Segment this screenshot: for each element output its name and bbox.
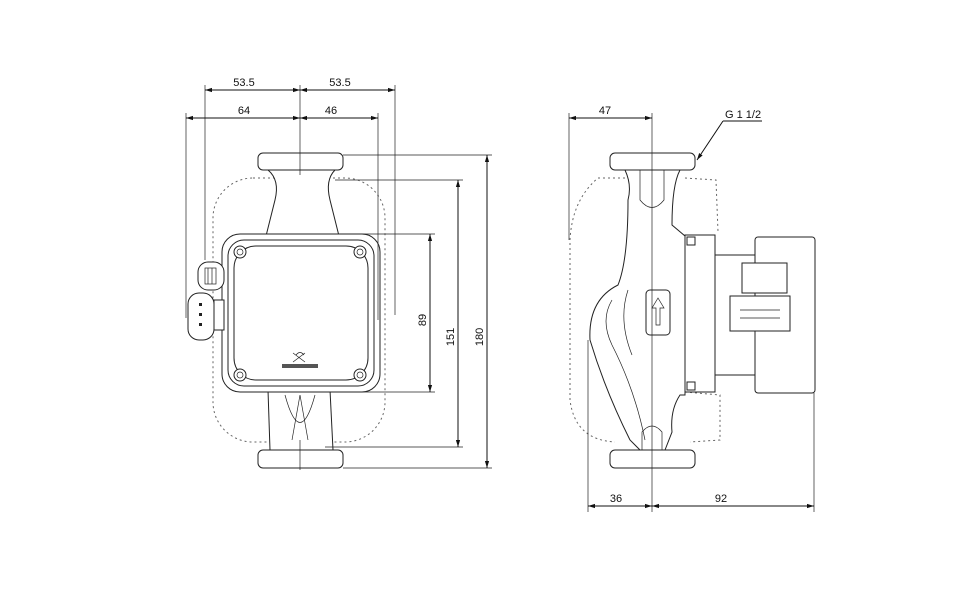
dim-top-right: 53.5 xyxy=(329,77,350,89)
dim-side-bottom-right: 92 xyxy=(715,493,727,505)
signal-connector xyxy=(197,261,225,291)
dim-total-height: 180 xyxy=(474,328,486,346)
flow-direction-plate xyxy=(645,289,671,336)
side-top-flange xyxy=(609,152,696,171)
thread-label: G 1 1/2 xyxy=(725,109,761,121)
front-view: 53.5 53.5 64 46 89 151 180 xyxy=(185,77,492,470)
dim-left: 64 xyxy=(238,105,250,117)
screw-icons xyxy=(233,245,367,382)
thread-leader-line xyxy=(696,120,724,161)
front-bottom-flange xyxy=(257,449,344,469)
side-power-connector xyxy=(729,295,791,332)
front-upper-body xyxy=(264,169,341,241)
motor-stator xyxy=(684,234,716,393)
side-envelope-outline xyxy=(569,177,721,443)
power-connector xyxy=(187,292,225,341)
dim-top-left: 53.5 xyxy=(233,77,254,89)
side-bottom-flange xyxy=(609,449,696,469)
control-face xyxy=(233,245,369,381)
flow-arrow-icon xyxy=(651,297,665,326)
grundfos-logo xyxy=(282,352,318,368)
dim-right: 46 xyxy=(325,105,337,117)
dim-side-bottom-left: 36 xyxy=(610,493,622,505)
side-view: 47 36 92 G 1 1/2 xyxy=(568,105,816,512)
front-top-flange xyxy=(257,152,344,171)
dim-motor-height: 89 xyxy=(417,314,429,326)
dim-body-height: 151 xyxy=(445,328,457,346)
dim-side-top: 47 xyxy=(599,105,611,117)
side-signal-connector xyxy=(741,262,788,294)
